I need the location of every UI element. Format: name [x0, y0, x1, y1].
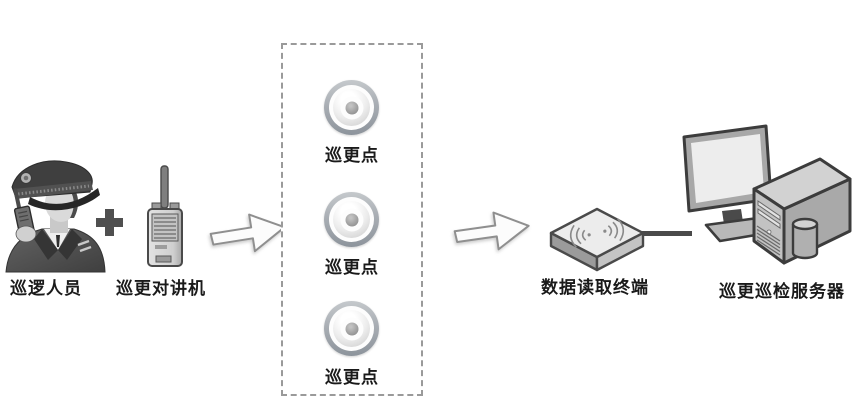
patrol-point-knob: [345, 213, 358, 226]
walkie-talkie-icon: [147, 165, 183, 267]
patrol-point-icon: [324, 192, 379, 247]
flow-arrow-2-icon: [453, 211, 530, 251]
patrol-person-label: 巡逻人员: [10, 279, 82, 298]
patrol-point-icon: [324, 301, 379, 356]
patrol-point-icon: [324, 80, 379, 135]
security-guard-icon: [5, 160, 106, 273]
patrol-point-label: 巡更点: [325, 258, 379, 277]
patrol-point-label: 巡更点: [325, 146, 379, 165]
wireless-reader-icon: [549, 207, 645, 272]
patrol-point-label: 巡更点: [325, 368, 379, 387]
computer-server-icon: [682, 124, 852, 265]
patrol-point-knob: [345, 101, 358, 114]
server-label: 巡更巡检服务器: [719, 282, 845, 301]
walkie-talkie-label: 巡更对讲机: [116, 279, 206, 298]
reader-terminal-label: 数据读取终端: [541, 278, 649, 297]
wireless-waves-icon: [569, 218, 625, 248]
connector-line: [637, 231, 692, 236]
tower-icon: [752, 157, 852, 265]
plus-icon: [96, 209, 123, 236]
monitor-icon: [682, 124, 776, 243]
cylinder-icon: [791, 217, 819, 260]
flow-arrow-1-icon: [209, 213, 286, 253]
patrol-point-knob: [345, 322, 358, 335]
